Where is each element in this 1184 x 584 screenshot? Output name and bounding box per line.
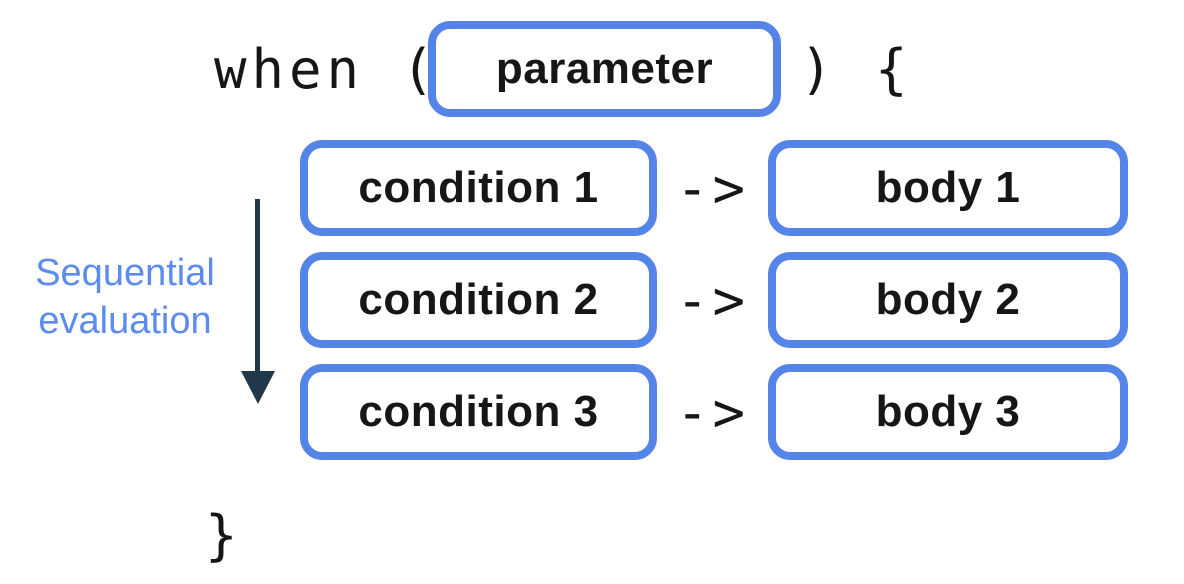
body-2-box: body 2 [768, 252, 1128, 348]
parameter-box: parameter [428, 21, 781, 117]
sequential-arrow-head-icon [241, 371, 275, 404]
body-2-label: body 2 [875, 275, 1021, 324]
arrow-operator-1: -> [675, 156, 750, 220]
condition-2-box: condition 2 [300, 252, 657, 348]
when-keyword-close-text: ) { [800, 37, 913, 101]
body-1-label: body 1 [875, 163, 1021, 212]
condition-1-box: condition 1 [300, 140, 657, 236]
sequential-evaluation-line2: evaluation [38, 300, 212, 342]
sequential-evaluation-label: Sequential evaluation [25, 249, 225, 345]
body-1-box: body 1 [768, 140, 1128, 236]
when-keyword-open-text: when ( [214, 37, 440, 101]
body-3-box: body 3 [768, 364, 1128, 460]
sequential-evaluation-line1: Sequential [35, 252, 215, 294]
condition-1-label: condition 1 [358, 163, 599, 212]
condition-2-label: condition 2 [358, 275, 599, 324]
closing-brace-text: } [205, 503, 243, 567]
arrow-operator-2: -> [675, 268, 750, 332]
parameter-label: parameter [495, 44, 714, 93]
condition-3-label: condition 3 [358, 387, 599, 436]
condition-3-box: condition 3 [300, 364, 657, 460]
sequential-arrow-line [255, 199, 260, 373]
arrow-operator-3: -> [675, 380, 750, 444]
body-3-label: body 3 [875, 387, 1021, 436]
